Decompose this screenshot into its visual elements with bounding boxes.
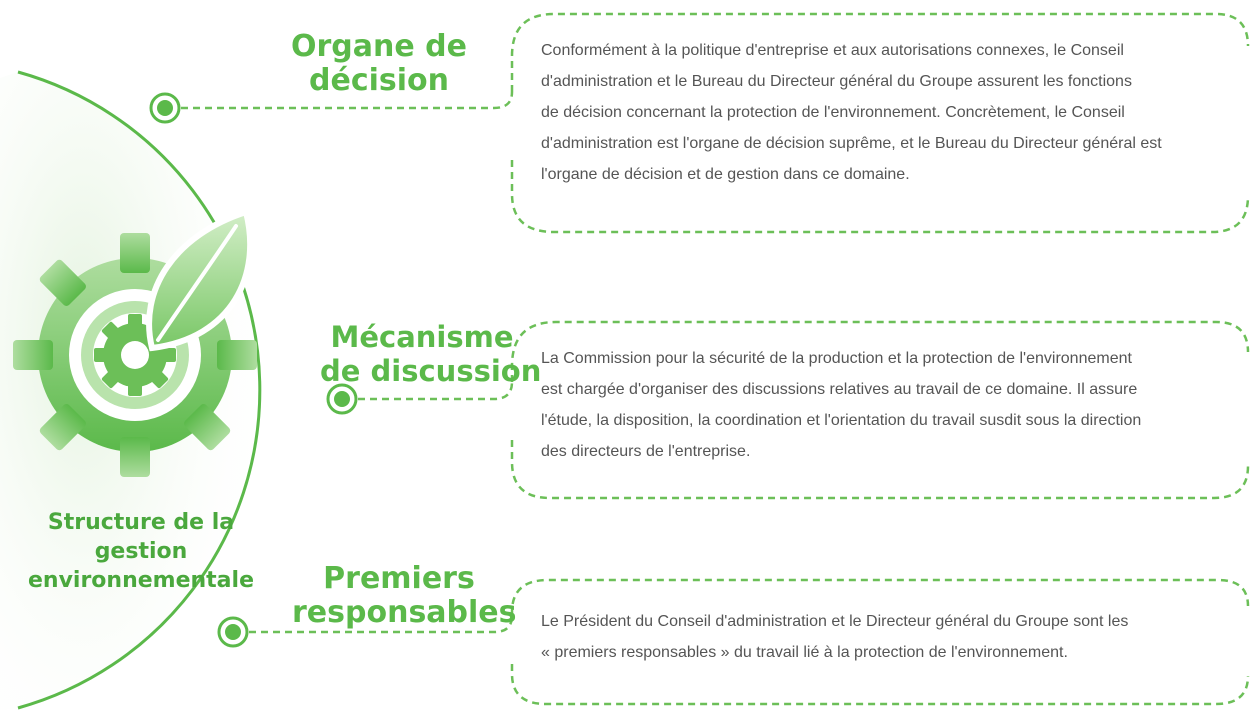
heading-decision-line2: décision — [309, 63, 449, 98]
gear-leaf-icon — [13, 208, 257, 477]
heading-decision-line1: Organe de — [291, 29, 467, 64]
heading-decision: Organe de décision — [284, 30, 474, 98]
description-line: d'administration est l'organe de décisio… — [541, 135, 1162, 152]
node-marker-decision — [149, 92, 181, 124]
description-line: des directeurs de l'entreprise. — [541, 443, 751, 460]
box-discussion-bottom — [510, 440, 1250, 500]
heading-responsables: Premiers responsables — [292, 561, 517, 630]
description-discussion: La Commission pour la sécurité de la pro… — [541, 343, 1246, 467]
description-line: La Commission pour la sécurité de la pro… — [541, 350, 1132, 367]
box-responsables-bottom — [510, 664, 1250, 706]
heading-discussion-line1: Mécanisme — [330, 320, 514, 354]
description-decision: Conformément à la politique d'entreprise… — [541, 35, 1246, 190]
description-line: Le Président du Conseil d'administration… — [541, 613, 1129, 630]
description-line: d'administration et le Bureau du Directe… — [541, 73, 1132, 90]
box-discussion-top — [510, 320, 1250, 382]
center-title-line1: Structure de la gestion — [47, 510, 235, 564]
heading-discussion-line2: de discussion — [320, 354, 542, 388]
description-line: l'organe de décision et de gestion dans … — [541, 166, 910, 183]
description-line: Conformément à la politique d'entreprise… — [541, 42, 1124, 59]
description-line: de décision concernant la protection de … — [541, 104, 1125, 121]
center-title-line2: environnementale — [27, 568, 254, 593]
box-decision-bottom — [510, 160, 1250, 234]
heading-responsables-line1: Premiers — [323, 561, 475, 596]
heading-discussion: Mécanisme de discussion — [320, 320, 542, 388]
box-responsables-top — [510, 578, 1250, 616]
description-line: est chargée d'organiser des discussions … — [541, 381, 1138, 398]
center-title: Structure de la gestion environnementale — [0, 508, 282, 595]
connector-responsables — [249, 615, 514, 634]
description-line: l'étude, la disposition, la coordination… — [541, 412, 1142, 429]
structure-arc — [17, 70, 262, 710]
connector-discussion — [358, 381, 514, 401]
box-decision-top — [510, 12, 1250, 92]
connector-decision — [181, 91, 514, 110]
node-marker-discussion — [326, 383, 358, 415]
heading-responsables-line2: responsables — [292, 595, 517, 630]
description-line: « premiers responsables » du travail lié… — [541, 644, 1068, 661]
description-responsables: Le Président du Conseil d'administration… — [541, 606, 1246, 668]
node-marker-responsables — [217, 616, 249, 648]
